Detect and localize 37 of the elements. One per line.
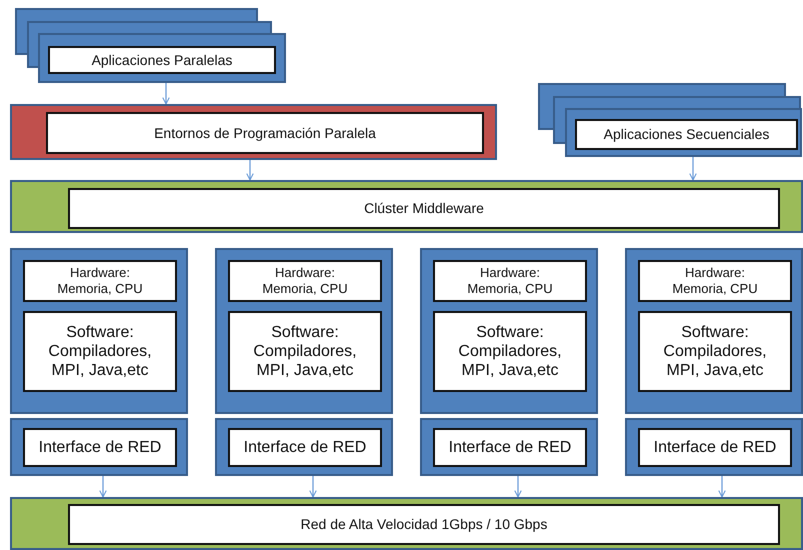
text-box: Interface de RED xyxy=(23,428,177,467)
node-panel xyxy=(625,248,803,414)
arrow xyxy=(718,476,726,498)
text-box: Entornos de Programación Paralela xyxy=(46,112,484,154)
arrow xyxy=(514,476,522,498)
text-box: Interface de RED xyxy=(638,428,792,467)
text-box: Hardware: Memoria, CPU xyxy=(638,260,792,302)
text-box: Software: Compiladores, MPI, Java,etc xyxy=(228,311,382,392)
node-panel xyxy=(420,248,598,414)
layer-band xyxy=(565,108,802,157)
text-box: Aplicaciones Paralelas xyxy=(48,46,276,74)
node-panel xyxy=(215,248,393,414)
arrow xyxy=(99,476,107,498)
arrow xyxy=(162,83,170,105)
text-box: Interface de RED xyxy=(228,428,382,467)
text-box: Software: Compiladores, MPI, Java,etc xyxy=(433,311,587,392)
text-box: Software: Compiladores, MPI, Java,etc xyxy=(23,311,177,392)
arrow xyxy=(689,157,697,181)
text-box: Hardware: Memoria, CPU xyxy=(228,260,382,302)
layer-band xyxy=(10,180,803,233)
node-panel xyxy=(10,248,188,414)
layer-band xyxy=(10,104,497,160)
text-box: Red de Alta Velocidad 1Gbps / 10 Gbps xyxy=(68,504,780,545)
text-box: Hardware: Memoria, CPU xyxy=(23,260,177,302)
layer-band xyxy=(10,497,803,550)
arrow xyxy=(309,476,317,498)
text-box: Hardware: Memoria, CPU xyxy=(433,260,587,302)
layer-band xyxy=(215,418,393,476)
layer-band xyxy=(625,418,803,476)
layer-band xyxy=(420,418,598,476)
layer-band xyxy=(38,33,286,83)
layer-band xyxy=(10,418,188,476)
arrow xyxy=(246,160,254,181)
text-box: Software: Compiladores, MPI, Java,etc xyxy=(638,311,792,392)
text-box: Clúster Middleware xyxy=(68,188,780,229)
text-box: Aplicaciones Secuenciales xyxy=(575,119,798,150)
text-box: Interface de RED xyxy=(433,428,587,467)
